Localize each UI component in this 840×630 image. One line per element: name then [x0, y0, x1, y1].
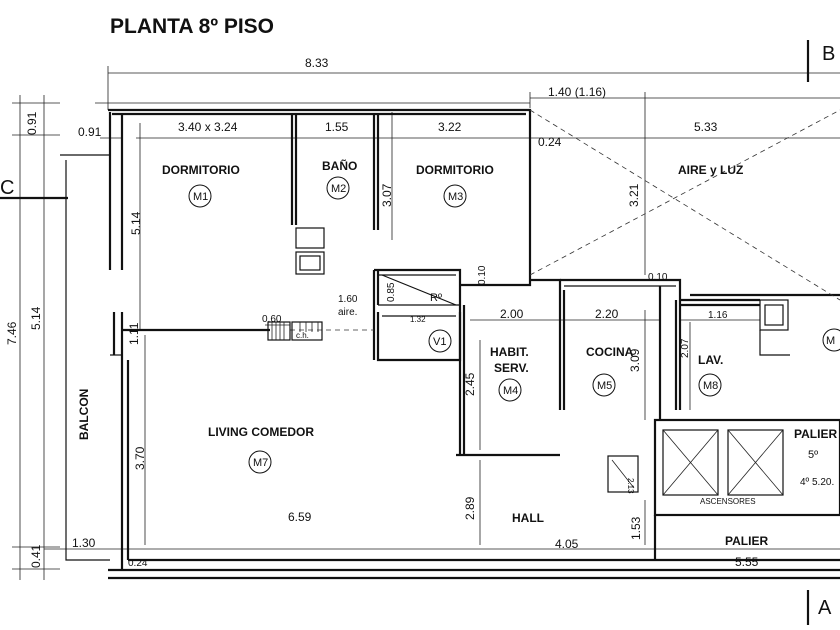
dim-bano-width: 1.55 — [325, 120, 349, 134]
room-tag-v1: V1 — [433, 336, 446, 348]
dim-left-mid: 5.14 — [29, 306, 43, 330]
dim-111: 1.11 — [127, 322, 141, 345]
dim-aire-width: 5.33 — [694, 120, 718, 134]
room-name-m7: LIVING COMEDOR — [208, 425, 314, 439]
room-name-m5: COCINA — [586, 345, 634, 359]
room-tag-m9: M — [826, 335, 835, 347]
dim-living-width: 6.59 — [288, 510, 312, 524]
tag-circle-m3 — [443, 184, 467, 208]
dimension-labels: 8.33 1.40 (1.16) 0.91 3.40 x 3.24 1.55 3… — [72, 56, 759, 569]
dim-060: 0.60 — [262, 314, 282, 325]
room-name-m2: BAÑO — [322, 158, 357, 173]
tag-circle-m8 — [698, 373, 722, 397]
dim-bottom-gap: 0.24 — [128, 558, 148, 569]
dim-hab-width: 2.00 — [500, 307, 524, 321]
room-name-m8: LAV. — [698, 353, 723, 367]
room-name-aire: AIRE y LUZ — [678, 163, 743, 177]
walls — [60, 108, 840, 580]
dim-coc-width: 2.20 — [595, 307, 619, 321]
room-name-m4-line2: SERV. — [494, 361, 529, 375]
dim-bottom-height: 0.41 — [29, 544, 43, 568]
dim-aire: 1.60 — [338, 294, 358, 305]
room-labels: DORMITORIO M1 BAÑO M2 DORMITORIO M3 AIRE… — [77, 158, 840, 548]
air-light-shaft — [529, 109, 840, 301]
dim-right-gap: 0.24 — [538, 135, 562, 149]
dim-room1-size: 3.40 x 3.24 — [178, 120, 238, 134]
dim-hall-height: 2.89 — [463, 496, 477, 520]
dim-aire-text: aire. — [338, 307, 357, 318]
room-name-m1: DORMITORIO — [162, 163, 240, 177]
axis-label-c: C — [0, 177, 14, 199]
dim-hab-height: 2.45 — [463, 372, 477, 396]
dim-lav-width: 1.16 — [708, 310, 728, 321]
palier-sub: 5º — [808, 449, 818, 461]
tag-circle-m4 — [498, 378, 522, 402]
dim-132: 1.32 — [410, 315, 426, 324]
room-name-balcon: BALCON — [77, 389, 91, 440]
dimension-lines — [12, 66, 840, 580]
dim-aire-height: 3.21 — [627, 183, 641, 207]
dim-lav-height: 2.07 — [680, 338, 691, 358]
room-tag-m1: M1 — [193, 191, 208, 203]
dim-dorm2-width: 3.22 — [438, 120, 462, 134]
dim-left-top: 0.91 — [25, 111, 39, 135]
dim-coc-height: 3.09 — [628, 348, 642, 372]
dim-palier-width: 5.55 — [735, 555, 759, 569]
dim-bano-height: 3.07 — [380, 183, 394, 207]
axis-label-b: B — [822, 43, 835, 65]
vertical-dimension-labels: 0.91 7.46 5.14 0.41 5.14 3.70 1.11 3.07 … — [5, 111, 691, 568]
dim-palier-height: 1.53 — [629, 516, 643, 540]
room-tag-m3: M3 — [448, 191, 463, 203]
room-name-rec: Rº — [430, 292, 442, 304]
dim-010b: 0.10 — [648, 272, 668, 283]
tag-circle-m2 — [326, 176, 350, 200]
room-name-hall: HALL — [512, 511, 544, 525]
dim-085: 0.85 — [386, 282, 397, 302]
room-tag-m2: M2 — [331, 183, 346, 195]
dim-010a: 0.10 — [477, 265, 488, 285]
tag-circle-m1 — [188, 184, 212, 208]
room-name-m4-line1: HABIT. — [490, 345, 529, 359]
dim-bottom-left: 1.30 — [72, 536, 96, 550]
room-tag-m4: M4 — [503, 385, 518, 397]
room-name-m3: DORMITORIO — [416, 163, 494, 177]
room-tag-m7: M7 — [253, 457, 268, 469]
room-tag-m8: M8 — [703, 380, 718, 392]
room-name-ch: c.h. — [296, 331, 309, 340]
dim-left-top-inner: 0.91 — [78, 125, 102, 139]
axis-label-a: A — [818, 597, 832, 619]
dim-top-right: 1.40 (1.16) — [548, 85, 606, 99]
tag-circle-m9 — [822, 328, 840, 352]
dim-elev: 2.13 — [626, 478, 635, 494]
dim-total-height: 7.46 — [5, 321, 19, 345]
dim-dorm-height: 5.14 — [129, 211, 143, 235]
room-name-palier-top: PALIER — [794, 427, 837, 441]
dim-living-height: 3.70 — [133, 446, 147, 470]
tag-circle-m5 — [592, 373, 616, 397]
tag-circle-m7 — [248, 450, 272, 474]
plan-title: PLANTA 8º PISO — [110, 15, 274, 38]
room-name-palier-bottom: PALIER — [725, 534, 768, 548]
palier-note: 4º 5.20. — [800, 477, 834, 488]
dim-overall-width: 8.33 — [305, 56, 329, 70]
room-tag-m5: M5 — [597, 380, 612, 392]
tag-circle-v1 — [428, 329, 452, 353]
dim-hall-width: 4.05 — [555, 537, 579, 551]
room-name-ascensores: ASCENSORES — [700, 497, 756, 506]
